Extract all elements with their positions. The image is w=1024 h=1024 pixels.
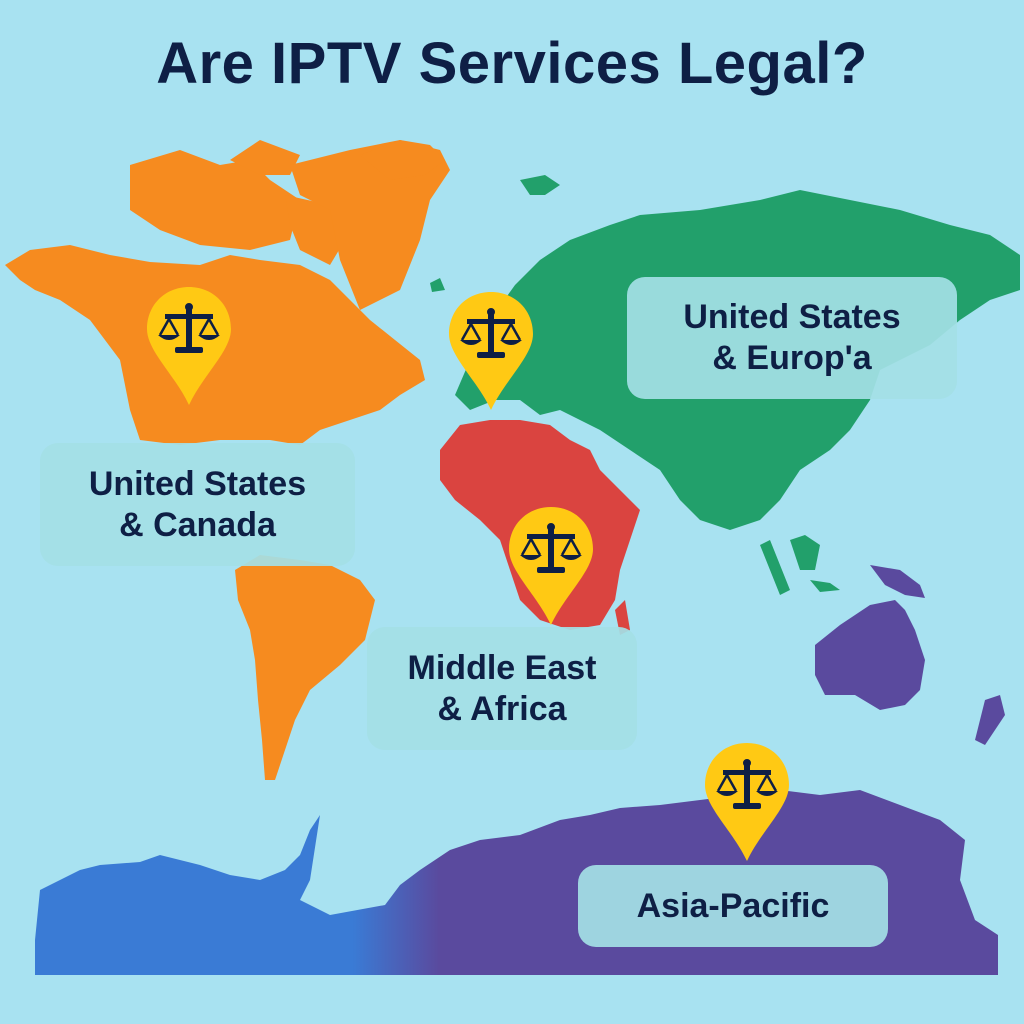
label-line-1: United States (88, 464, 307, 503)
label-line-1: United States (683, 298, 901, 337)
label-line-1: Middle East (407, 648, 597, 687)
scales-of-justice-icon (509, 507, 593, 625)
page-title: Are IPTV Services Legal? (156, 31, 868, 96)
map-pin-north-america[interactable] (145, 285, 233, 407)
map-pin-middle-east-africa[interactable] (507, 505, 595, 627)
scales-of-justice-icon (449, 292, 533, 410)
label-line-2: & Africa (437, 689, 567, 728)
oceania-landmass (815, 565, 1005, 745)
region-label-middle-east-africa: Middle East & Africa (367, 627, 637, 750)
scales-of-justice-icon (147, 287, 231, 405)
map-pin-asia-pacific[interactable] (702, 741, 792, 863)
region-label-north-america: United States & Canada (40, 443, 355, 566)
label-line-2: & Europ'a (712, 339, 872, 377)
scales-of-justice-icon (705, 743, 789, 861)
region-label-europe: United States & Europ'a (627, 277, 957, 399)
region-label-asia-pacific: Asia-Pacific (578, 865, 888, 947)
label-line-1: Asia-Pacific (636, 886, 830, 925)
map-pin-europe[interactable] (447, 290, 535, 412)
label-line-2: & Canada (119, 505, 276, 544)
